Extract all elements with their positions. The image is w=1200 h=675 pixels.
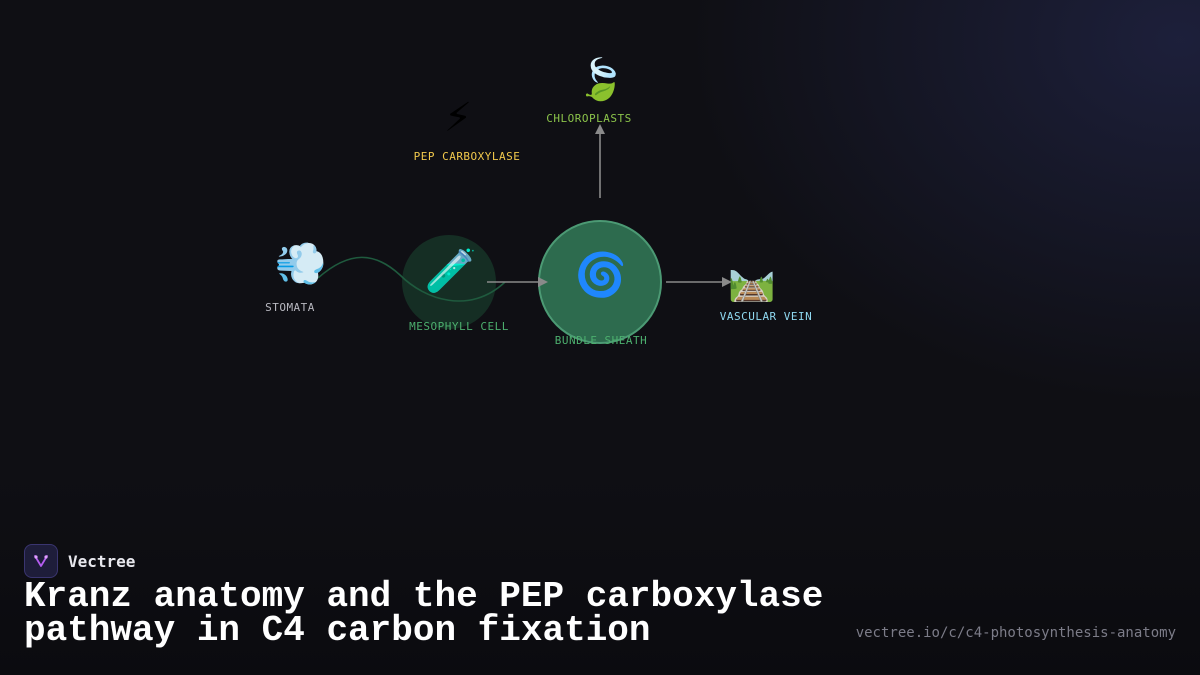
mesophyll-cell-label: MESOPHYLL CELL <box>409 320 509 333</box>
chloroplasts-label: CHLOROPLASTS <box>546 112 632 125</box>
cyclone-icon: 🌀 <box>574 250 628 299</box>
source-url: vectree.io/c/c4-photosynthesis-anatomy <box>855 625 1176 641</box>
pep-carboxylase-label: PEP CARBOXYLASE <box>413 150 521 163</box>
test-tube-icon: 🧪 <box>424 246 478 295</box>
leaf-icon: 🍃 <box>576 57 626 103</box>
vascular-vein-label: VASCULAR VEIN <box>719 310 813 323</box>
mesophyll-cell-node <box>402 235 496 329</box>
stomata-to-mesophyll-curve <box>317 256 506 302</box>
lightning-icon: ⚡ <box>443 95 473 141</box>
brand-name: Vectree <box>68 551 136 571</box>
page-title: Kranz anatomy and the PEP carboxylase pa… <box>24 576 824 651</box>
stomata-label: STOMATA <box>265 301 315 314</box>
brand: Vectree <box>24 544 135 578</box>
railway-track-icon: 🛤️ <box>728 259 776 303</box>
wind-icon: 💨 <box>274 239 328 288</box>
bundle-sheath-label: BUNDLE SHEATH <box>554 334 648 347</box>
vectree-logo-icon <box>24 544 58 578</box>
